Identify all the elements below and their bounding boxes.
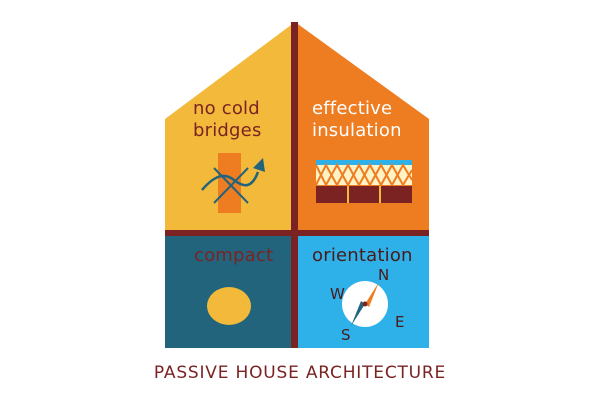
cold-bridge-icon: [201, 153, 265, 213]
horizontal-divider: [165, 230, 429, 236]
label-compact: compact: [194, 245, 274, 266]
label-no-cold-bridges: no cold bridges: [193, 98, 262, 141]
insulation-wall-icon: [315, 160, 413, 203]
compass-south-label: S: [341, 326, 351, 344]
label-effective-insulation: effective insulation: [312, 98, 402, 141]
diagram-caption: PASSIVE HOUSE ARCHITECTURE: [153, 363, 447, 383]
compact-circle-icon: [207, 287, 251, 325]
compass-west-label: W: [330, 285, 345, 303]
label-orientation: orientation: [312, 245, 413, 266]
vertical-divider: [291, 22, 298, 348]
quadrant-no-cold-bridges: [165, 22, 295, 233]
compass-east-label: E: [395, 313, 405, 331]
compass-north-label: N: [378, 266, 390, 284]
compass-icon: [342, 281, 388, 327]
